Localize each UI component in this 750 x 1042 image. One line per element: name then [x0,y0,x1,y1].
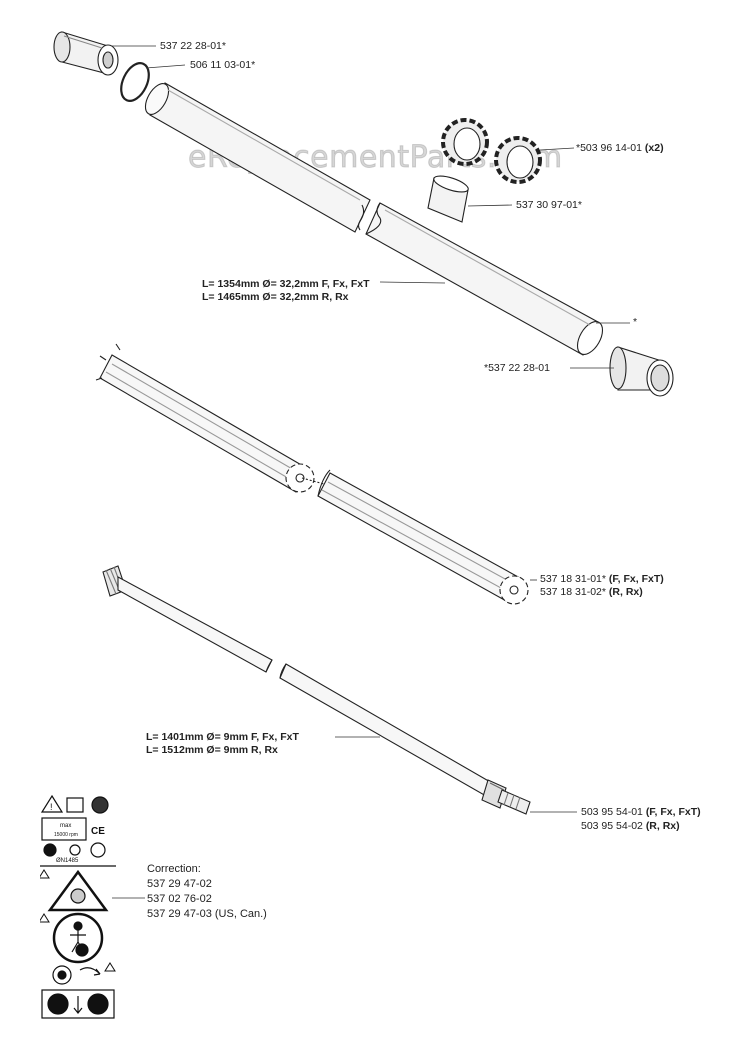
warning-decal-graphic: ! max 15000 rpm CE ØN1485 [38,794,116,1019]
sleeve [427,175,469,223]
callout-driveshaft-line1: 503 95 54-01 (F, Fx, FxT) [581,806,701,819]
callout-driveshaft-models-1: (F, Fx, FxT) [645,806,701,818]
drive-shaft-lower [279,663,531,815]
star-washer-1 [441,118,489,166]
callout-star-washer-number: *503 96 14-01 [576,142,645,154]
bushing-top [53,31,119,76]
callout-o-ring: 506 11 03-01* [190,59,256,71]
star-washer-2 [494,136,542,184]
warning-triangle-icon [40,794,64,813]
bushing-bottom [609,346,674,397]
callout-liner-number-2: 537 18 31-02* [540,586,609,598]
callout-star-washer-qty: (x2) [644,142,664,154]
decal-code-text: ØN1485 [56,858,79,864]
correction-line-2: 537 02 76-02 [147,893,212,905]
callout-bushing-top: 537 22 28-01* [160,40,226,52]
manual-icon [66,797,84,813]
callout-liner-models-2: (R, Rx) [608,586,643,598]
blade-icon [52,965,72,985]
warning-decal: ! max 15000 rpm CE ØN1485 [38,790,120,1020]
liner-lower [317,469,529,605]
tube-lower-segment [365,202,604,356]
ear-protection-icon [91,796,109,814]
decal-ce-text: CE [91,826,105,837]
large-warning-triangle-icon [47,869,109,912]
svg-text:!: ! [50,802,53,812]
tube-upper-segment [144,82,371,233]
safety-distance-icon [52,912,104,964]
boots-icon [87,993,109,1015]
correction-line-3: 537 29 47-03 (US, Can.) [147,908,267,920]
correction-line-1: 537 29 47-02 [147,878,212,890]
callout-tube-line1: L= 1354mm Ø= 32,2mm F, Fx, FxT [202,278,370,290]
callout-tube-line2: L= 1465mm Ø= 32,2mm R, Rx [202,291,349,303]
callout-liner-line2: 537 18 31-02* (R, Rx) [540,586,643,599]
decal-speed-text: 15000 rpm [54,832,78,838]
callout-bushing-bottom: *537 22 28-01 [484,362,550,374]
certification-icon [43,843,57,857]
callout-shaft-line2: L= 1512mm Ø= 9mm R, Rx [146,744,278,756]
callout-liner-models-1: (F, Fx, FxT) [608,573,664,585]
decal-max-text: max [60,823,71,829]
callout-sleeve: 537 30 97-01* [516,199,582,211]
correction-title: Correction: [147,863,201,875]
callout-liner-number-1: 537 18 31-01* [540,573,609,585]
callout-liner-line1: 537 18 31-01* (F, Fx, FxT) [540,573,664,586]
callout-driveshaft-line2: 503 95 54-02 (R, Rx) [581,820,680,833]
gloves-icon [47,993,69,1015]
o-ring [120,62,150,102]
callout-shaft-line1: L= 1401mm Ø= 9mm F, Fx, FxT [146,731,299,743]
callout-driveshaft-number-2: 503 95 54-02 [581,820,646,832]
liner-upper [95,343,315,493]
callout-tube-star: * [633,316,638,328]
drive-shaft-upper [102,565,273,673]
callout-star-washer: *503 96 14-01 (x2) [576,142,664,155]
callout-driveshaft-models-2: (R, Rx) [645,820,680,832]
callout-driveshaft-number-1: 503 95 54-01 [581,806,646,818]
